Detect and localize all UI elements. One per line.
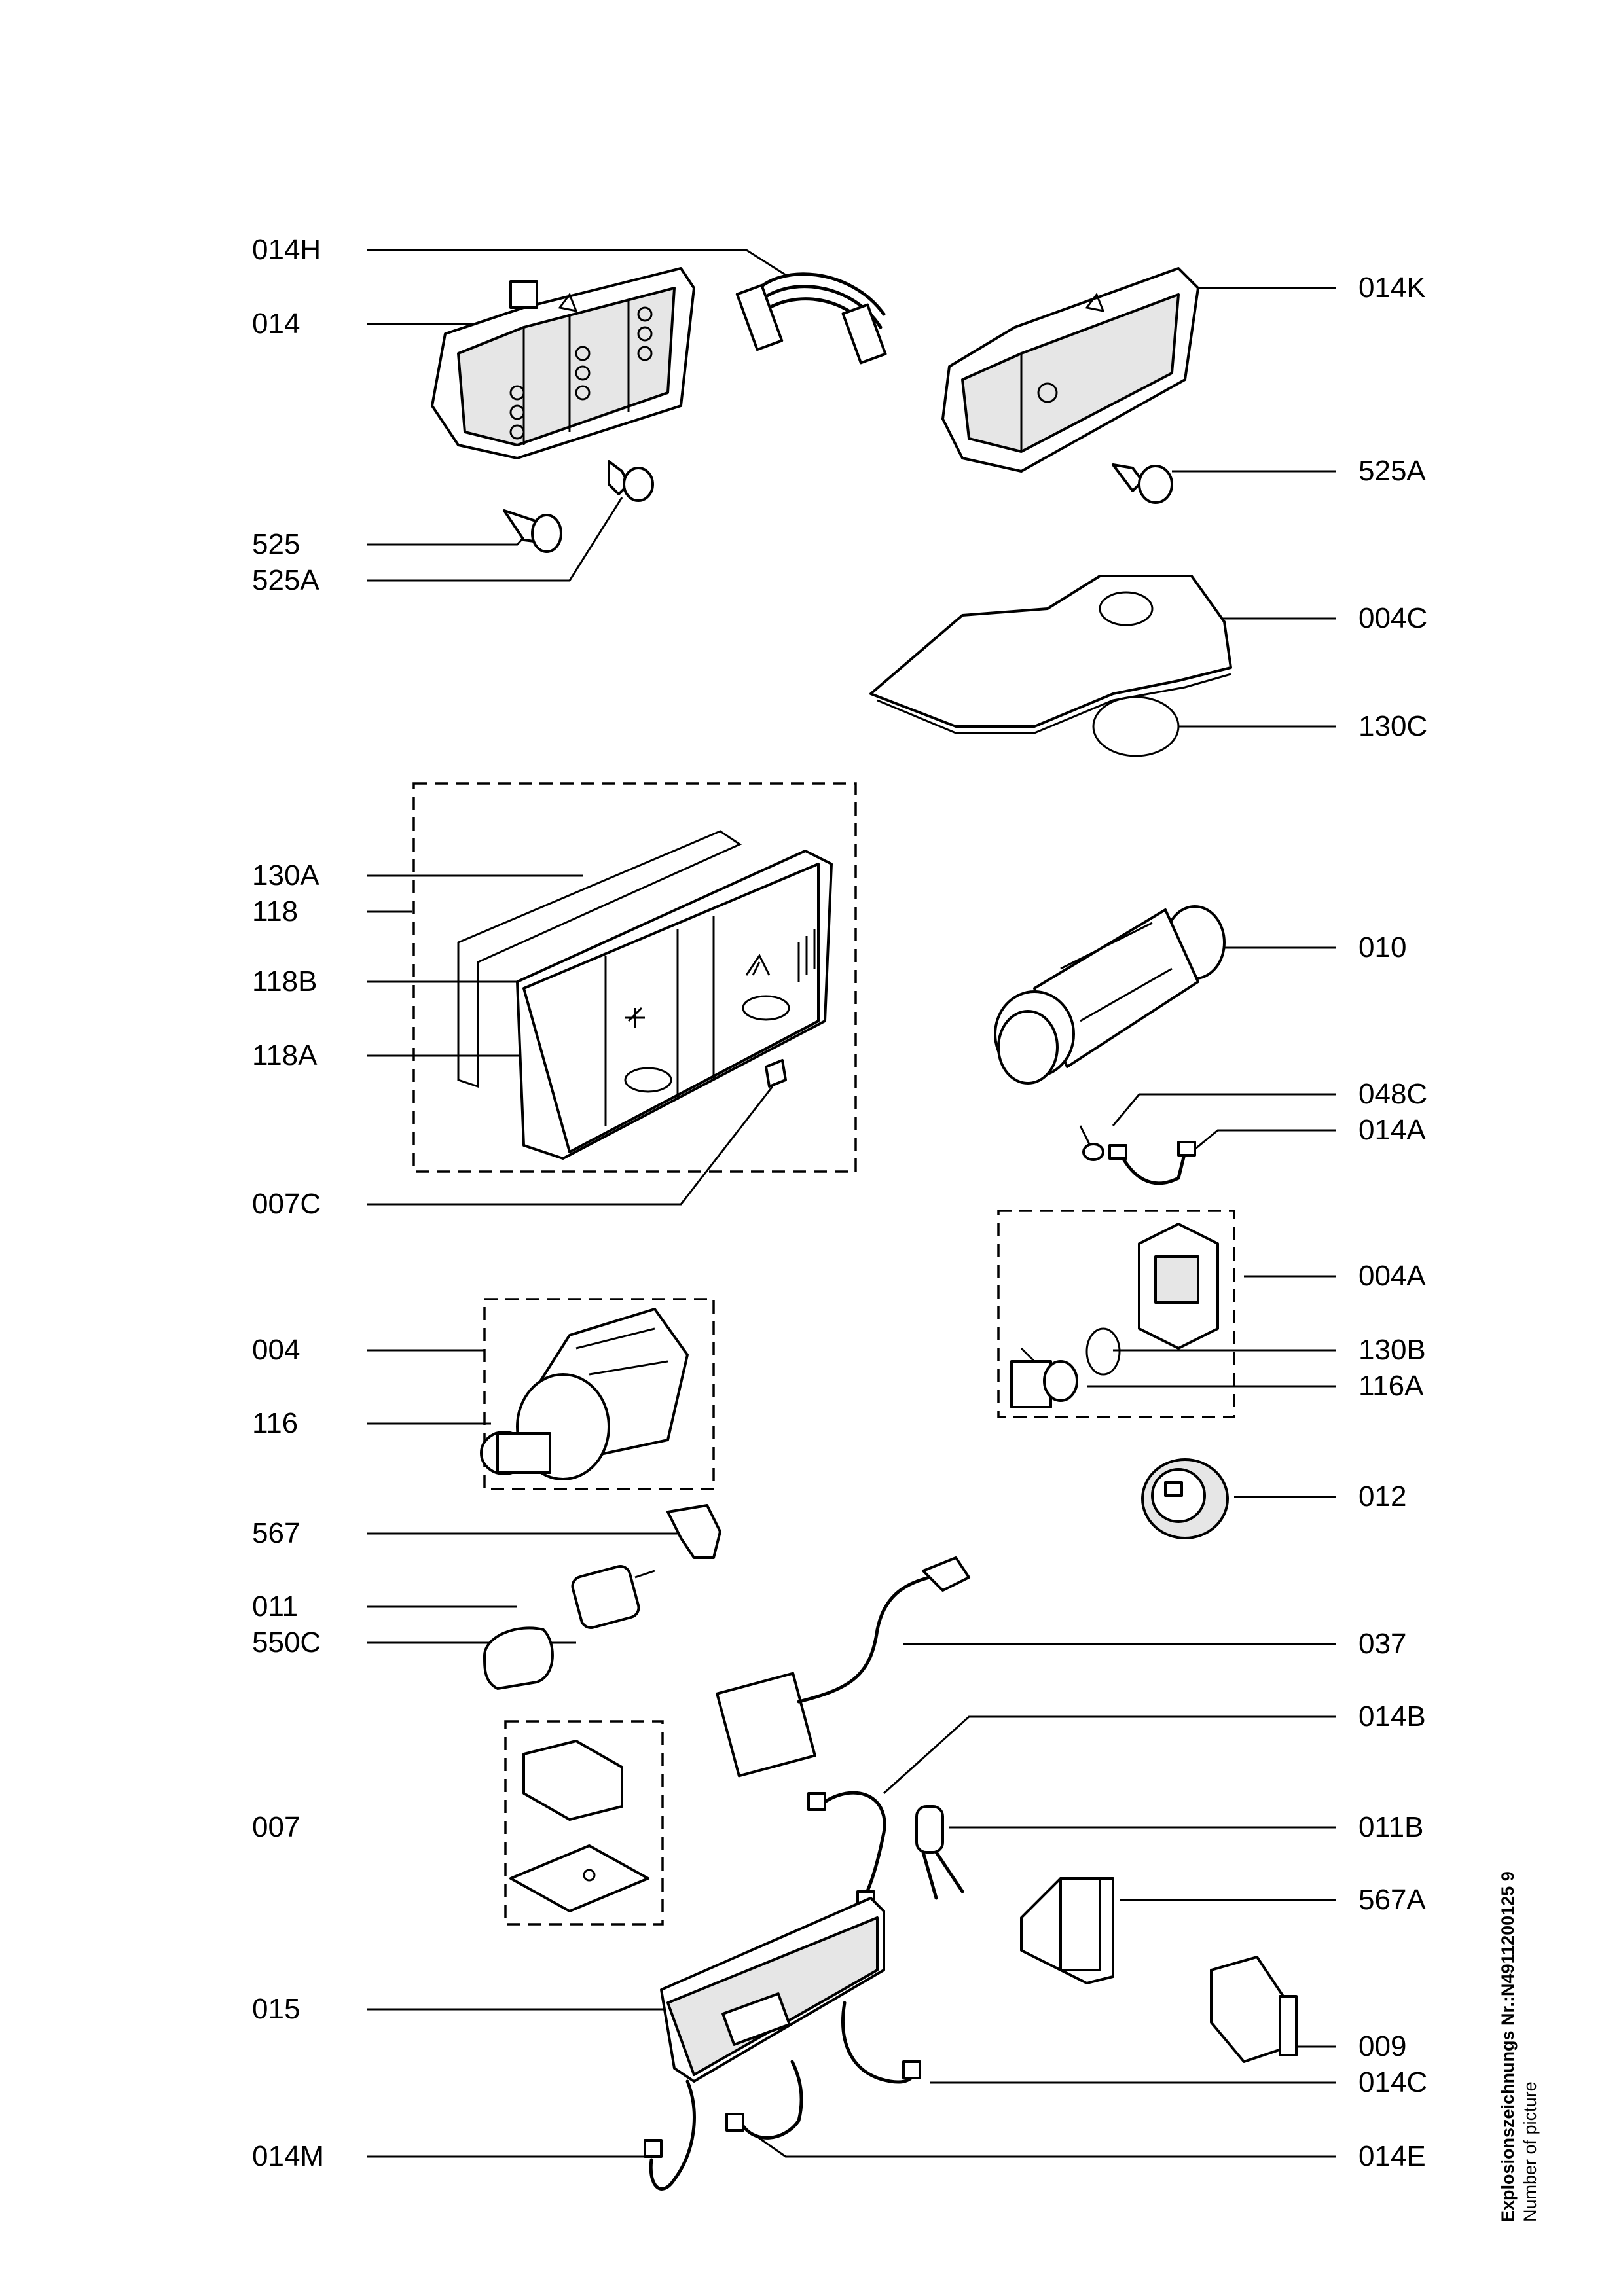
- knob-525A-left: [608, 460, 654, 502]
- wire-014E: [725, 2060, 803, 2140]
- cover-004C: [869, 575, 1232, 734]
- label-014B: 014B: [1359, 1700, 1426, 1732]
- label-007C: 007C: [252, 1188, 321, 1220]
- knob-525: [503, 509, 562, 553]
- heater-010: [994, 905, 1226, 1085]
- label-116A: 116A: [1359, 1370, 1424, 1402]
- label-004C: 004C: [1359, 602, 1427, 634]
- label-014M: 014M: [252, 2140, 324, 2172]
- label-130A: 130A: [252, 859, 319, 891]
- control-module-014K: [941, 267, 1199, 473]
- valve-116A: [1010, 1347, 1078, 1408]
- cap-550C: [483, 1626, 554, 1690]
- pressure-switch-012: [1141, 1458, 1229, 1539]
- label-011B: 011B: [1359, 1811, 1424, 1843]
- wire-014B: [807, 1791, 886, 1909]
- part-labels-left: 014H 014 525 525A 130A 118 118B 118A 007…: [252, 234, 324, 2172]
- label-009: 009: [1359, 2030, 1406, 2062]
- knob-525A-right: [1112, 463, 1173, 504]
- wire-harness-014H: [735, 272, 887, 365]
- seal-130B: [1085, 1327, 1121, 1376]
- label-011: 011: [252, 1590, 298, 1623]
- label-525A-right: 525A: [1359, 455, 1426, 487]
- label-118: 118: [252, 895, 298, 927]
- label-550C: 550C: [252, 1626, 321, 1659]
- label-037: 037: [1359, 1628, 1406, 1660]
- label-130C: 130C: [1359, 710, 1427, 742]
- dispenser-118: [457, 830, 833, 1160]
- label-014H: 014H: [252, 234, 321, 266]
- sensor-048C: [1079, 1125, 1104, 1161]
- label-525A-left: 525A: [252, 564, 319, 596]
- wire-014M: [644, 2079, 696, 2191]
- relay-009: [1210, 1956, 1298, 2063]
- label-116: 116: [252, 1407, 298, 1439]
- seal-130C: [1092, 696, 1180, 757]
- pump-004: [480, 1308, 689, 1480]
- label-010: 010: [1359, 931, 1406, 963]
- pump-004A: [1138, 1223, 1219, 1350]
- group-frames: [412, 782, 1235, 1926]
- label-525: 525: [252, 528, 300, 560]
- label-118B: 118B: [252, 965, 318, 997]
- clip-007C: [765, 1059, 787, 1088]
- label-014C: 014C: [1359, 2066, 1427, 2098]
- mains-cable-037: [716, 1556, 970, 1778]
- label-014: 014: [252, 308, 300, 340]
- label-567: 567: [252, 1517, 300, 1549]
- label-014A: 014A: [1359, 1114, 1426, 1146]
- label-014K: 014K: [1359, 272, 1426, 304]
- clip-567: [666, 1504, 721, 1559]
- drawing-number: Explosionszeichnungs Nr.:N4911200125 9: [1498, 1871, 1518, 2222]
- label-004A: 004A: [1359, 1260, 1426, 1292]
- switch-007: [509, 1740, 649, 1912]
- wire-014C: [841, 2001, 921, 2084]
- label-004: 004: [252, 1334, 300, 1366]
- drawing-number-caption: Number of picture: [1520, 2081, 1540, 2222]
- label-567A: 567A: [1359, 1884, 1426, 1916]
- control-module-014: [431, 267, 695, 459]
- label-015: 015: [252, 1993, 300, 2025]
- label-048C: 048C: [1359, 1078, 1427, 1110]
- wire-014A: [1108, 1141, 1196, 1185]
- part-labels-right: 014K 525A 004C 130C 010 048C 014A 004A 1…: [1359, 272, 1427, 2172]
- label-014E: 014E: [1359, 2140, 1426, 2172]
- label-130B: 130B: [1359, 1334, 1426, 1366]
- bracket-567A: [1020, 1877, 1114, 1984]
- capacitor-011B: [915, 1805, 964, 1900]
- label-012: 012: [1359, 1480, 1406, 1513]
- leader-lines: [367, 249, 1336, 2158]
- label-007: 007: [252, 1811, 300, 1843]
- label-118A: 118A: [252, 1039, 318, 1071]
- drawing-number-note: Explosionszeichnungs Nr.:N4911200125 9 N…: [1498, 1871, 1540, 2222]
- housing-015: [660, 1897, 885, 2083]
- motor-011: [571, 1565, 655, 1629]
